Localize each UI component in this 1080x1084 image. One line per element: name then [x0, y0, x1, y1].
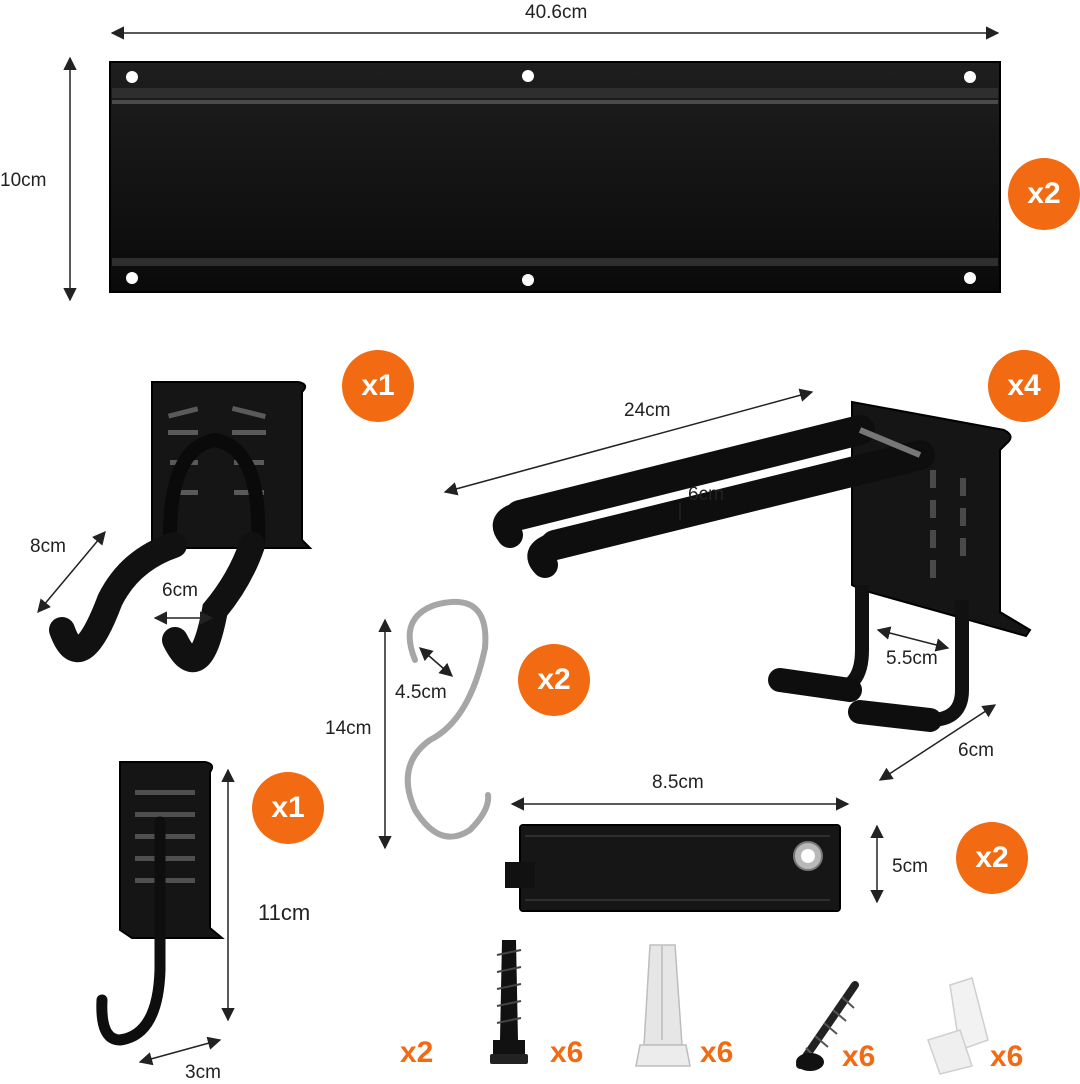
- bike-hook-lower-gap-label: 5.5cm: [886, 648, 938, 669]
- strap-qty: x2: [975, 841, 1009, 874]
- rail-qty: x2: [1027, 177, 1061, 210]
- bike-hook-lower-depth-label: 6cm: [958, 740, 994, 761]
- bolt-qty: x2: [400, 1036, 434, 1069]
- single-hook-depth-arrow: [138, 1036, 222, 1066]
- bike-hook-length-arrow: [443, 388, 814, 496]
- s-hook: [404, 598, 492, 840]
- strap-qty-badge: x2: [956, 822, 1028, 894]
- s-hook-width-label: 4.5cm: [395, 682, 447, 703]
- double-hook: [49, 381, 313, 673]
- s-hook-qty: x2: [537, 663, 571, 696]
- double-hook-qty: x1: [361, 369, 395, 402]
- small-anchor: [927, 977, 989, 1075]
- strap-width-label: 5cm: [892, 856, 928, 877]
- strap-length-label: 8.5cm: [652, 772, 704, 793]
- rail-qty-badge: x2: [1008, 158, 1080, 230]
- bike-hook-length-label: 24cm: [624, 400, 671, 421]
- bike-hook: [492, 400, 1032, 732]
- rail-width-label: 40.6cm: [525, 2, 588, 23]
- wall-rail: [109, 61, 1001, 293]
- single-hook-qty-badge: x1: [252, 772, 324, 844]
- double-hook-qty-badge: x1: [342, 350, 414, 422]
- s-hook-width-arrow: [418, 647, 454, 677]
- s-hook-qty-badge: x2: [518, 644, 590, 716]
- bolt: [490, 940, 528, 1064]
- bike-hook-qty: x4: [1007, 369, 1041, 402]
- anchor-qty: x6: [550, 1036, 584, 1069]
- screw-extra-qty: x6: [990, 1040, 1024, 1073]
- rail-height-label: 10cm: [0, 170, 47, 191]
- bike-hook-lower-gap-arrow: [876, 626, 950, 652]
- wall-anchor: [635, 944, 691, 1067]
- single-hook-height-label: 11cm: [258, 900, 311, 925]
- bike-hook-lower-depth-arrow: [878, 704, 997, 781]
- single-hook-qty: x1: [271, 791, 305, 824]
- double-hook-depth-label: 8cm: [30, 536, 66, 557]
- s-hook-height-label: 14cm: [325, 718, 372, 739]
- small-anchor-qty: x6: [842, 1040, 876, 1073]
- bike-hook-gap-label: 6cm: [688, 484, 724, 505]
- wood-screw: [796, 981, 859, 1071]
- double-hook-depth-arrow: [37, 530, 106, 614]
- single-hook-depth-label: 3cm: [185, 1062, 221, 1083]
- single-hook: [96, 761, 225, 1046]
- velcro-strap: [505, 824, 841, 912]
- bike-hook-qty-badge: x4: [988, 350, 1060, 422]
- double-hook-gap-label: 6cm: [162, 580, 198, 601]
- screw-qty: x6: [700, 1036, 734, 1069]
